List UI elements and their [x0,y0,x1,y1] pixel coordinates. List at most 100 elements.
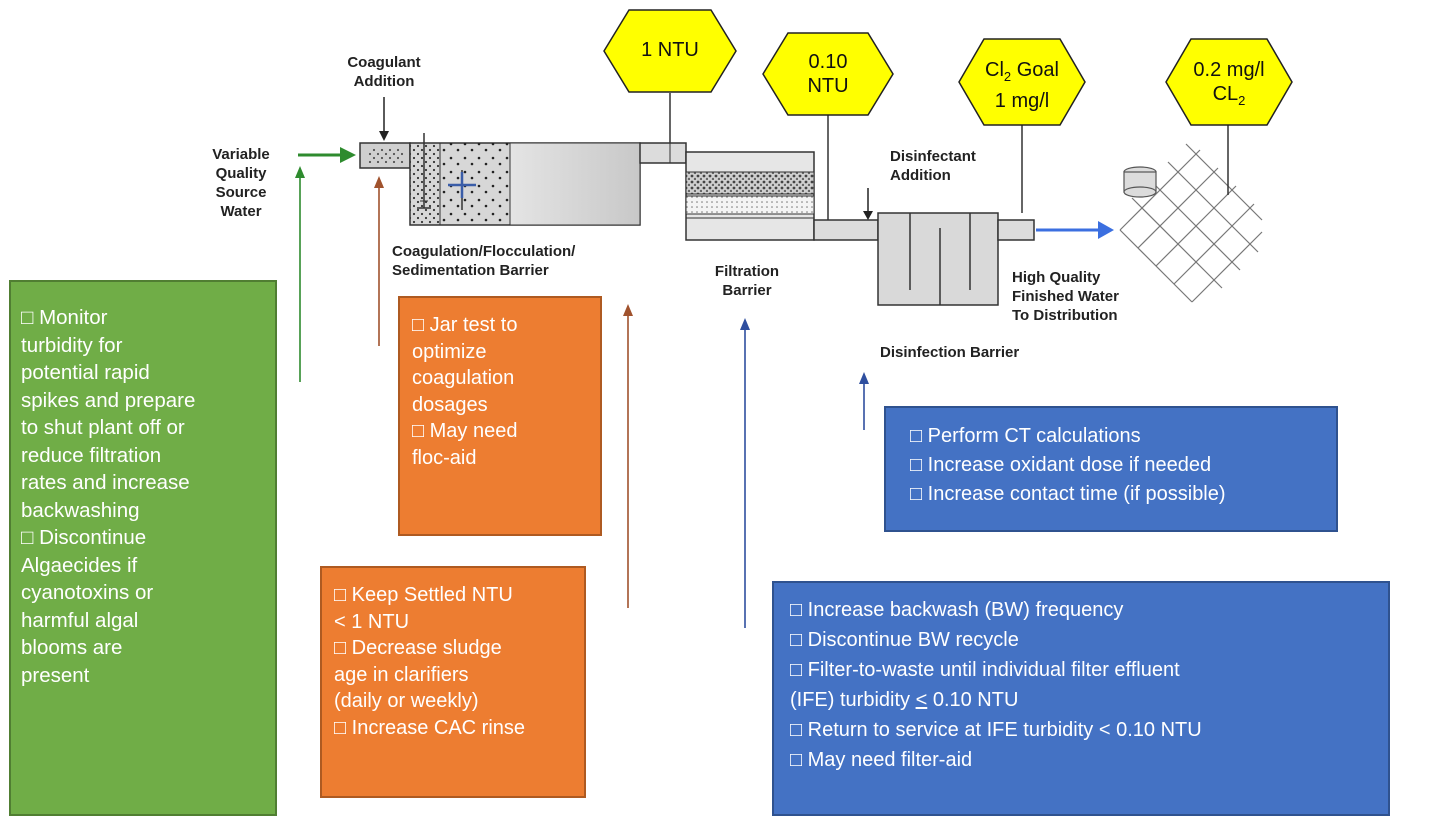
box-line: cyanotoxins or [21,581,154,604]
green-callout-arrow [295,166,305,382]
disinfectant-label-line: Addition [890,167,951,184]
box-line: optimize [412,340,487,363]
box-line: < 1 NTU [334,610,410,633]
box-line: backwashing [21,498,140,522]
coagulant-addition-arrow [379,97,389,141]
coagulant-label-line: Addition [353,73,415,90]
disinfectant-label-line: Disinfectant [890,148,976,165]
box-line: □ Increase CAC rinse [334,716,526,739]
disinfection-barrier-label: Disinfection Barrier [880,344,1020,361]
box-line: blooms are [21,636,123,659]
box-line: Algaecides if [21,553,138,577]
box-line: □ May need [412,420,518,442]
source-label-line: Source [215,184,267,201]
box-line: to shut plant off or [21,416,185,439]
box-line: □ Increase backwash (BW) frequency [790,599,1124,621]
disinfectant-addition-label: Disinfectant Addition [890,147,1000,185]
less-equal-symbol: < [915,689,928,711]
source-label-line: Quality [215,165,267,182]
box-line: present [21,663,90,687]
coag-barrier-line: Coagulation/Flocculation/ [392,243,576,260]
box-line: rates and increase [21,471,190,494]
distribution-network [1119,143,1263,303]
hexagon-text-line: NTU [807,75,849,97]
coag-barrier-line: Sedimentation Barrier [392,262,549,279]
box-line: coagulation [412,367,515,389]
hexagon-text-line: 0.10 [808,51,848,73]
box-line: □ Monitor [21,306,108,329]
box-line: □ Keep Settled NTU [334,584,513,606]
filtration-actions-box: □ Increase backwash (BW) frequency □ Dis… [772,581,1390,816]
goal-word: Goal [1011,59,1059,81]
hexagon-cl2-goal-text: Cl2 Goal 1 mg/l [962,58,1082,113]
filtration-barrier-line: Barrier [722,282,772,299]
source-water-label: Variable Quality Source Water [200,145,282,221]
ife-value: 0.10 NTU [927,689,1019,711]
coagulant-addition-label: Coagulant Addition [332,53,436,91]
sedimentation-actions-box: □ Keep Settled NTU < 1 NTU □ Decrease sl… [320,566,586,798]
disinfection-actions-box: □ Perform CT calculations □ Increase oxi… [884,406,1338,532]
box-line: turbidity for [21,333,123,357]
source-label-line: Water [220,203,262,220]
coagulation-barrier-label: Coagulation/Flocculation/ Sedimentation … [392,242,652,280]
box-line: □ Increase oxidant dose if needed [910,454,1212,476]
cl-subscript: 2 [1238,93,1246,108]
box-line: □ Increase contact time (if possible) [910,483,1226,505]
box-line: (IFE) turbidity < 0.10 NTU [790,685,1380,715]
orange-bottom-callout-arrow [623,304,633,608]
coagulant-label-line: Coagulant [347,54,421,71]
disinfection-basin [877,212,1035,306]
box-line: □ Return to service at IFE turbidity < 0… [790,719,1202,741]
box-line: □ Discontinue BW recycle [790,629,1019,651]
hexagon-stems [669,93,1229,220]
box-line: reduce filtration [21,443,162,467]
filter-unit [685,151,815,241]
hexagon-010-ntu [762,32,894,116]
box-line: □ May need filter-aid [790,749,973,771]
filtration-barrier-line: Filtration [714,263,780,280]
box-line: □ Jar test to [412,314,518,336]
hexagon-010-ntu-text: 0.10 NTU [768,50,888,98]
hexagon-cl2-residual-text: 0.2 mg/l CL2 [1169,58,1289,113]
cl-subscript: 2 [1003,69,1012,84]
filtration-barrier-label: Filtration Barrier [704,262,790,300]
finished-label-line: High Quality [1012,269,1101,286]
box-line: (daily or weekly) [334,690,479,712]
finished-water-label: High Quality Finished Water To Distribut… [1012,268,1162,325]
box-line: spikes and prepare [21,388,196,412]
box-line: age in clarifiers [334,663,469,686]
hexagon-text-line: 0.2 mg/l [1193,59,1265,81]
finished-label-line: Finished Water [1012,288,1119,305]
blue-bottom-callout-arrow [740,318,750,628]
box-line: □ Filter-to-waste until individual filte… [790,659,1180,681]
hexagon-text-line: 1 NTU [641,39,699,61]
hexagon-text-line: CL2 [1169,82,1289,113]
ife-text: (IFE) turbidity [790,689,916,711]
box-line: dosages [412,393,488,416]
hexagon-text-line: Cl2 Goal [962,58,1082,89]
orange-top-callout-arrow [374,176,384,346]
hexagon-cl2-goal [958,38,1086,126]
finished-water-arrow [1036,221,1114,239]
coagulation-basin [359,133,641,226]
box-line: floc-aid [412,446,477,469]
cl-symbol: Cl [985,59,1004,81]
hexagon-1-ntu-text: 1 NTU [610,38,730,62]
cl-symbol: CL [1212,83,1239,105]
source-water-actions-box: □ Monitor turbidity for potential rapid … [9,280,277,816]
hexagon-text-line: 1 mg/l [994,90,1050,112]
box-line: □ Perform CT calculations [910,425,1141,447]
box-line: □ Discontinue [21,526,147,549]
disinfectant-addition-arrow [863,188,873,220]
box-line: □ Decrease sludge [334,637,502,659]
box-line: potential rapid [21,361,150,384]
finished-label-line: To Distribution [1012,307,1118,324]
source-label-line: Variable [212,146,270,163]
blue-top-callout-arrow [859,372,869,430]
coagulation-actions-box: □ Jar test to optimize coagulation dosag… [398,296,602,536]
hexagon-cl2-residual [1165,38,1293,126]
box-line: harmful algal [21,608,139,632]
source-water-arrow [298,147,356,163]
hexagon-1-ntu [603,9,737,93]
